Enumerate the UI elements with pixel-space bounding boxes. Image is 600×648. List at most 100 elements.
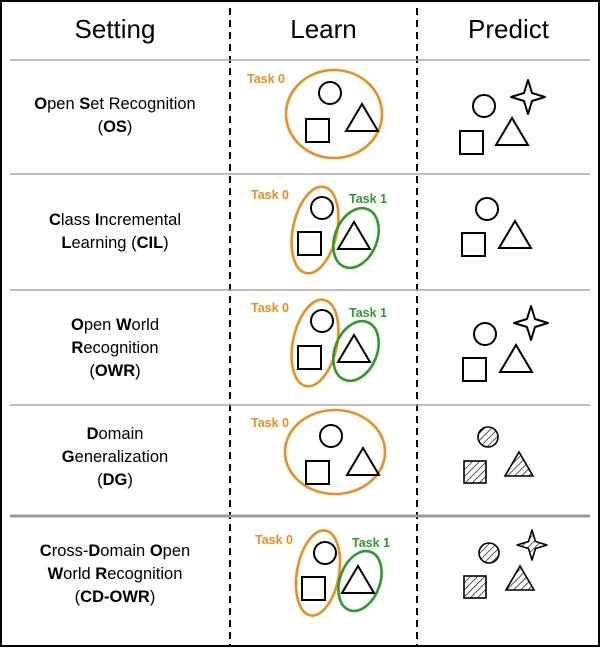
setting-label-bold-segment: OWR [94,362,136,380]
setting-label-segment: orld [63,565,96,583]
setting-label-bold-segment: O [149,542,163,560]
triangle-shape [340,564,376,594]
square-shape [462,357,487,382]
circle-shape [313,541,337,565]
setting-label-segment: ncremental [99,211,182,229]
setting-label-bold-segment: D [86,425,99,443]
square-shape [305,460,330,485]
task0-ellipse [283,408,387,496]
hatched-triangle-shape [503,450,535,477]
circle-shape [473,322,497,346]
row-owr-learn: Task 0 Task 1 [251,298,387,388]
setting-label-segment: omain [98,425,144,443]
setting-label-line: World Recognition [0,563,230,586]
setting-label-segment: ) [149,588,156,606]
task0-label: Task 0 [251,416,289,430]
setting-label-line: (OWR) [0,360,230,383]
triangle-shape [336,220,372,250]
task0-ellipse [294,529,342,617]
setting-label-line: Domain [0,423,230,446]
square-shape [297,345,322,370]
setting-label-bold-segment: W [47,565,64,583]
circle-shape [310,196,334,220]
setting-label-segment: ( [89,362,95,380]
task0-ellipse [290,185,340,275]
setting-label-bold-segment: DG [102,471,128,489]
task0-label: Task 0 [251,301,289,315]
setting-label-segment: lass [60,211,95,229]
setting-label-segment: ) [135,362,141,380]
task0-label: Task 0 [251,188,289,202]
setting-label-bold-segment: O [34,95,48,113]
setting-label-bold-segment: W [115,316,132,334]
circle-shape [475,197,499,221]
setting-label-segment: eneralization [74,448,169,466]
setting-label-segment: et Recognition [90,95,196,113]
setting-label-segment: pen [47,95,80,113]
triangle-shape [498,343,534,373]
star-shape [510,79,546,115]
setting-label-line: Cross-Domain Open [0,540,230,563]
setting-label-segment: ecognition [83,339,159,357]
row-cil-predict [461,197,533,257]
setting-label-bold-segment: OS [103,118,127,136]
setting-label-segment: orld [131,316,160,334]
task0-ellipse [290,298,340,388]
task1-label: Task 1 [352,536,390,550]
triangle-shape [345,446,381,476]
row-os-predict [459,79,546,155]
setting-label-line: Open World [0,314,230,337]
setting-label-segment: ( [97,471,103,489]
setting-label-segment: pen [83,316,116,334]
square-shape [461,232,486,257]
triangle-shape [497,219,533,249]
setting-label-segment: ross- [51,542,89,560]
circle-shape [318,81,342,105]
triangle-shape [344,102,380,132]
row-cdowr-predict [463,529,548,599]
setting-label-line: Open Set Recognition [0,93,230,116]
setting-label-bold-segment: R [71,339,84,357]
setting-label-bold-segment: O [70,316,84,334]
setting-label-line: Class Incremental [0,209,230,232]
setting-label-line: (DG) [0,469,230,492]
row-owr-predict [462,305,549,382]
setting-label-bold-segment: I [94,211,100,229]
square-shape [301,576,326,601]
hatched-triangle-shape [504,564,536,591]
setting-label-bold-segment: S [79,95,91,113]
setting-label-line: Recognition [0,337,230,360]
task0-ellipse [284,68,384,160]
circle-shape [310,309,334,333]
task1-label: Task 1 [349,306,387,320]
hatched-star-shape [516,529,548,561]
setting-label-line: (OS) [0,116,230,139]
header-learn: Learn [290,14,357,44]
task1-ellipse [337,549,383,613]
header-setting: Setting [74,14,156,44]
square-shape [297,231,322,256]
row-dg-predict [463,426,535,484]
square-shape [459,130,484,155]
setting-label-os: Open Set Recognition(OS) [0,93,230,139]
header-predict: Predict [468,14,549,44]
row-cil-learn: Task 0 Task 1 [251,185,387,275]
setting-label-segment: pen [162,542,191,560]
triangle-shape [494,116,530,146]
row-os-learn: Task 0 [247,68,384,160]
circle-shape [472,94,496,118]
setting-label-segment: ) [126,118,133,136]
task1-ellipse [332,319,380,383]
setting-label-segment: ( [74,588,81,606]
setting-label-bold-segment: L [61,234,72,252]
row-cdowr-learn: Task 0 Task 1 [255,529,390,617]
triangle-shape [336,333,372,363]
setting-label-line: Learning (CIL) [0,232,230,255]
setting-label-bold-segment: C [48,211,61,229]
